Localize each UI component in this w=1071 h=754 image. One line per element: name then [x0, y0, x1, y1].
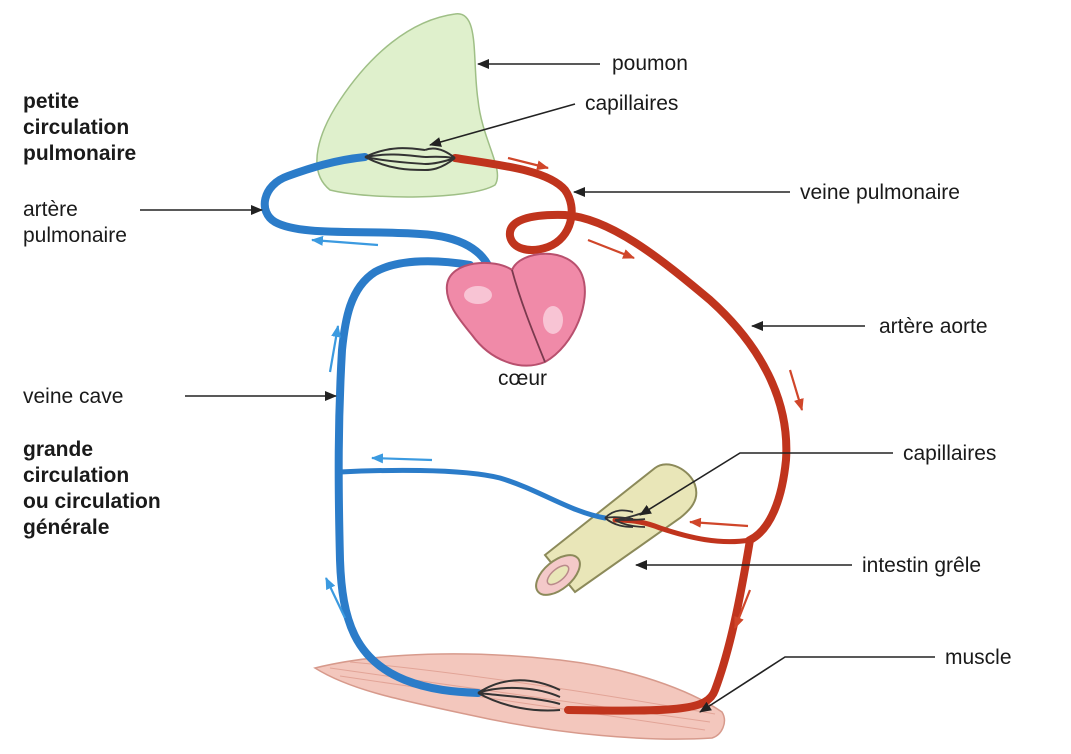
- pulmonary-artery-label: artère pulmonaire: [23, 198, 127, 247]
- capillaries-muscle: [477, 679, 561, 712]
- pulmonary-circulation-title: petite circulation pulmonaire: [23, 90, 136, 165]
- capillaries-intestine: [604, 509, 646, 528]
- red-flow-arrow: [507, 156, 549, 171]
- blue-vessels: [260, 153, 608, 697]
- red-flow-arrow: [788, 369, 804, 411]
- red-flow-arrow: [587, 238, 635, 260]
- intestine-shape: [535, 463, 698, 596]
- lung-shape: [316, 13, 499, 198]
- lung-label: poumon: [612, 52, 688, 75]
- heart-shape: [445, 252, 586, 367]
- small-intestine-label: intestin grêle: [862, 554, 981, 577]
- red-vessels: [451, 154, 791, 715]
- flow-arrows: [311, 156, 804, 629]
- intestine-capillaries-label: capillaires: [903, 442, 996, 465]
- blue-flow-arrow: [311, 235, 379, 247]
- red-flow-arrow: [689, 517, 749, 528]
- pulmonary-vein-label: veine pulmonaire: [800, 181, 960, 204]
- leader-lines: [140, 59, 935, 713]
- capillaries-lung: [364, 147, 456, 171]
- blue-flow-arrow: [371, 453, 433, 464]
- blue-flow-arrow: [325, 577, 346, 619]
- lung-capillaries-label: capillaires: [585, 92, 678, 115]
- blue-flow-arrow: [328, 325, 342, 373]
- systemic-circulation-title: grande circulation ou circulation généra…: [23, 438, 167, 539]
- muscle-label: muscle: [945, 646, 1012, 669]
- red-flow-arrow: [733, 589, 752, 629]
- vena-cava-label: veine cave: [23, 385, 123, 408]
- heart-label: cœur: [498, 367, 547, 390]
- aorta-label: artère aorte: [879, 315, 988, 338]
